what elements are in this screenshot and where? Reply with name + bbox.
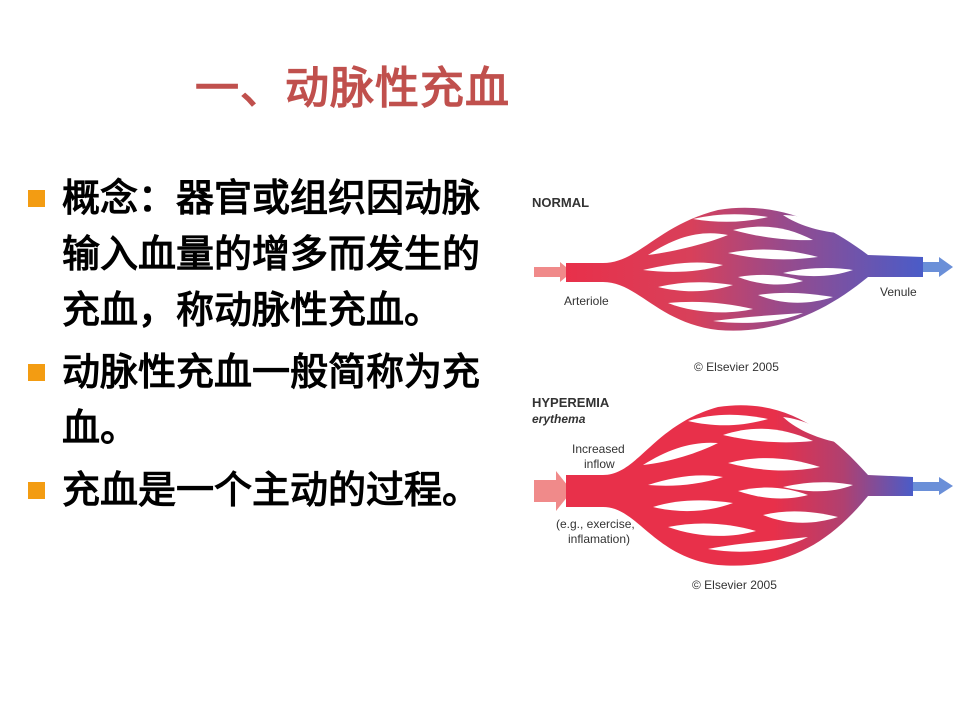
slide-title: 一、动脉性充血: [195, 63, 510, 114]
increased-inflow-label-1: Increased: [572, 442, 625, 456]
hyperemia-vessel-network: [566, 405, 913, 566]
bullet-item-active-process: 充血是一个主动的过程。: [24, 462, 524, 518]
cause-label-1: (e.g., exercise,: [556, 517, 635, 531]
bullet-text: 充血是一个主动的过程。: [62, 468, 481, 512]
hyperemia-panel: HYPEREMIA erythema Increased inflow: [532, 395, 953, 592]
square-bullet-icon: [28, 364, 45, 381]
bullet-item-concept: 概念：器官或组织因动脉输入血量的增多而发生的充血，称动脉性充血。: [24, 170, 524, 338]
hyperemia-diagram: NORMAL: [532, 195, 953, 592]
hyperemia-copyright: © Elsevier 2005: [692, 578, 777, 592]
square-bullet-icon: [28, 190, 45, 207]
bullet-list: 概念：器官或组织因动脉输入血量的增多而发生的充血，称动脉性充血。 动脉性充血一般…: [24, 170, 524, 524]
venule-label: Venule: [880, 285, 917, 299]
outflow-arrow-icon: [913, 477, 953, 495]
normal-capillary-gaps: [643, 214, 853, 323]
bullet-text: 动脉性充血一般简称为充血。: [62, 350, 481, 450]
normal-heading: NORMAL: [532, 195, 589, 210]
square-bullet-icon: [28, 482, 45, 499]
venule-arrow-icon: [923, 257, 953, 277]
bullet-item-short-name: 动脉性充血一般简称为充血。: [24, 344, 524, 456]
hyperemia-subheading: erythema: [532, 412, 586, 426]
normal-panel: NORMAL: [532, 195, 953, 374]
bullet-text: 概念：器官或组织因动脉输入血量的增多而发生的充血，称动脉性充血。: [62, 176, 481, 332]
normal-vessel-network: [566, 207, 923, 331]
hyperemia-heading: HYPEREMIA: [532, 395, 610, 410]
normal-copyright: © Elsevier 2005: [694, 360, 779, 374]
hyperemia-capillary-gaps: [643, 414, 853, 552]
arteriole-label: Arteriole: [564, 294, 609, 308]
increased-inflow-arrow-icon: [534, 471, 572, 511]
increased-inflow-label-2: inflow: [584, 457, 615, 471]
cause-label-2: inflamation): [568, 532, 630, 546]
